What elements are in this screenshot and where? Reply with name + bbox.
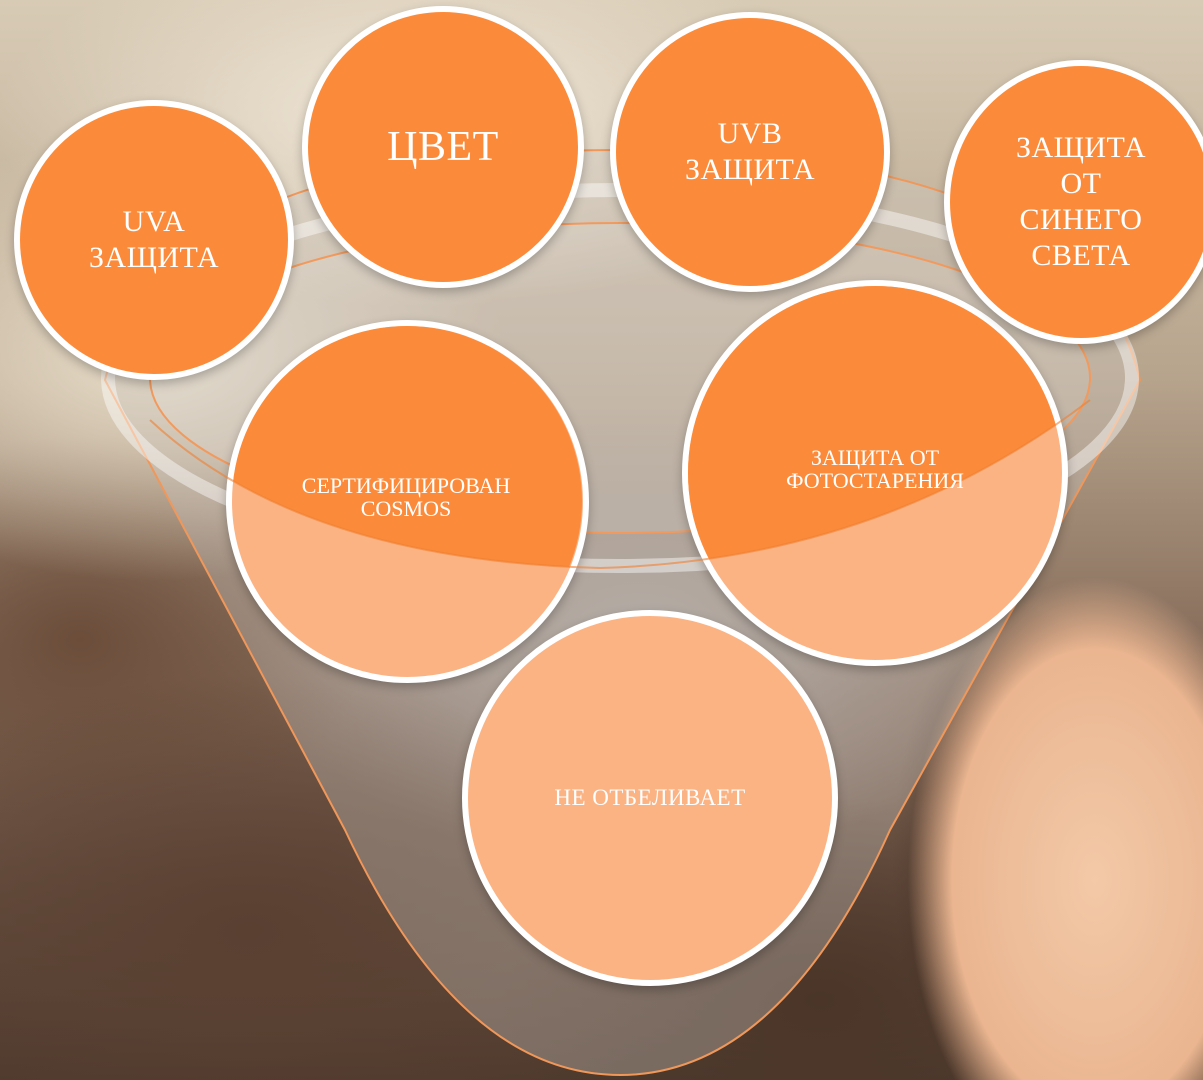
circle-label: ЦВЕТ [387, 122, 499, 172]
circle-uva: UVA ЗАЩИТА [14, 100, 294, 380]
circle-label: UVA ЗАЩИТА [89, 204, 219, 276]
circle-label: UVB ЗАЩИТА [685, 116, 815, 188]
circle-color: ЦВЕТ [302, 6, 584, 288]
circle-uvb: UVB ЗАЩИТА [610, 12, 890, 292]
label-cosmos: СЕРТИФИЦИРОВАН COSMOS [236, 474, 576, 520]
circle-blue-light: ЗАЩИТА ОТ СИНЕГО СВЕТА [944, 60, 1203, 344]
circle-label: ЗАЩИТА ОТ СИНЕГО СВЕТА [1016, 130, 1146, 274]
label-photoaging: ЗАЩИТА ОТ ФОТОСТАРЕНИЯ [690, 446, 1060, 492]
